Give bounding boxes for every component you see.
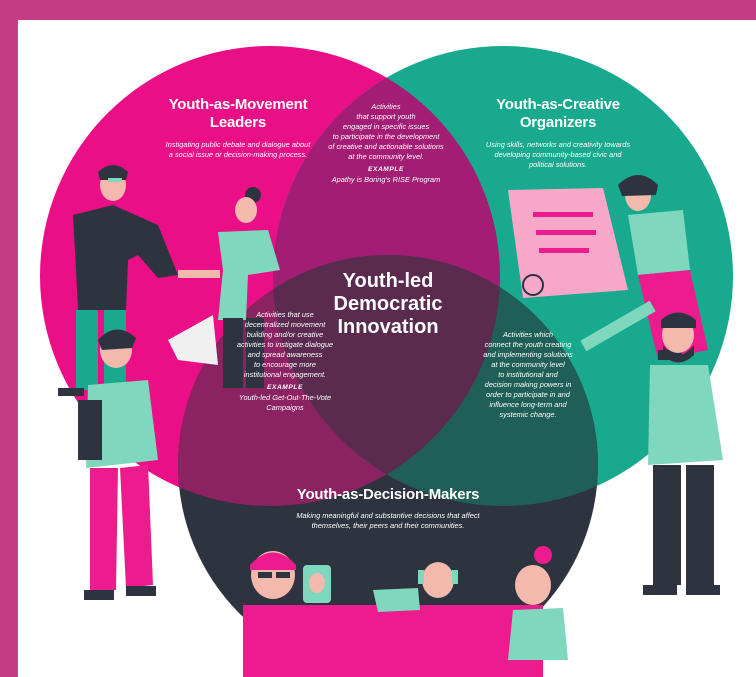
- movement-title-line-1: Youth-as-Movement: [168, 96, 308, 113]
- decision-title-text: Youth-as-Decision-Makers: [296, 486, 480, 503]
- venn-diagram: [40, 46, 733, 677]
- creative-organizers-title: Youth-as-Creative Organizers: [458, 96, 658, 132]
- overlap-left-example-line-2: Campaigns: [266, 403, 304, 412]
- overlap-right-line-9: systemic change.: [499, 410, 557, 419]
- overlap-right-line-7: order to participate in and: [486, 390, 570, 399]
- overlap-right-line-1: Activities which: [502, 330, 554, 339]
- overlap-top-line-3: engaged in specific issues: [342, 122, 430, 131]
- creative-desc-line-1: Using skills, networks and creativity to…: [485, 140, 631, 149]
- creative-title-line-1: Youth-as-Creative: [496, 96, 620, 113]
- overlap-top-text: Activities that support youth engaged in…: [286, 102, 486, 185]
- paper-sign-illustration: [508, 188, 628, 298]
- decision-makers-description: Making meaningful and substantive decisi…: [243, 511, 533, 531]
- overlap-right-line-2: connect the youth creating: [484, 340, 572, 349]
- decision-desc-line-2: themselves, their peers and their commun…: [311, 521, 465, 530]
- overlap-right-line-3: and implementing solutions: [483, 350, 573, 359]
- center-title-line-3: Innovation: [337, 316, 439, 338]
- creative-desc-line-2: developing community-based civic and: [494, 150, 622, 159]
- overlap-left-line-1: Activities that use: [256, 310, 314, 319]
- overlap-left-line-6: to encourage more: [253, 360, 317, 369]
- infographic-card: Youth-as-Movement Leaders Instigating pu…: [18, 20, 756, 677]
- overlap-top-line-2: that support youth: [356, 112, 416, 121]
- movement-desc-line-2: a social issue or decision-making proces…: [168, 150, 308, 159]
- figure-beard-man-illustration: [580, 300, 723, 595]
- overlap-left-line-2: decentralized movement: [244, 320, 326, 329]
- figure-group-bottom-illustration: [243, 546, 568, 677]
- decision-desc-line-1: Making meaningful and substantive decisi…: [296, 511, 480, 520]
- overlap-top-line-1: Activities: [371, 102, 401, 111]
- overlap-top-line-5: of creative and actionable solutions: [328, 142, 444, 151]
- overlap-right-line-4: at the community level: [491, 360, 565, 369]
- movement-desc-line-1: Instigating public debate and dialogue a…: [165, 140, 311, 149]
- movement-title-line-2: Leaders: [209, 114, 267, 131]
- overlap-left-example-line-1: Youth-led Get-Out-The-Vote: [238, 393, 332, 402]
- movement-leaders-title: Youth-as-Movement Leaders: [138, 96, 338, 132]
- overlap-top-example: Apathy is Boring's RISE Program: [331, 175, 441, 184]
- overlap-top-example-label: EXAMPLE: [367, 166, 405, 173]
- creative-organizers-description: Using skills, networks and creativity to…: [443, 140, 673, 170]
- overlap-top-line-6: at the community level.: [348, 152, 424, 161]
- overlap-right-line-5: to institutional and: [498, 370, 558, 379]
- overlap-left-line-7: institutional engagement.: [243, 370, 327, 379]
- decision-makers-title: Youth-as-Decision-Makers: [258, 486, 518, 504]
- overlap-left-text: Activities that use decentralized moveme…: [200, 310, 370, 413]
- overlap-right-line-6: decision making powers in: [484, 380, 572, 389]
- center-title: Youth-led Democratic Innovation: [298, 270, 478, 339]
- overlap-top-line-4: to participate in the development: [332, 132, 440, 141]
- movement-leaders-description: Instigating public debate and dialogue a…: [123, 140, 353, 160]
- figure-megaphone-person-illustration: [78, 315, 218, 600]
- figure-bun-woman-illustration: [178, 187, 280, 388]
- center-title-line-2: Democratic: [333, 293, 443, 315]
- overlap-left-example-label: EXAMPLE: [266, 384, 304, 391]
- overlap-right-text: Activities which connect the youth creat…: [438, 330, 618, 420]
- overlap-left-line-5: and spread awareness: [247, 350, 323, 359]
- creative-desc-line-3: political solutions.: [529, 160, 587, 169]
- overlap-right-line-8: influence long-term and: [489, 400, 567, 409]
- overlap-left-line-4: activities to instigate dialogue: [236, 340, 334, 349]
- creative-title-line-2: Organizers: [519, 114, 597, 131]
- center-title-line-1: Youth-led: [342, 270, 434, 292]
- overlap-left-line-3: building and/or creative: [246, 330, 324, 339]
